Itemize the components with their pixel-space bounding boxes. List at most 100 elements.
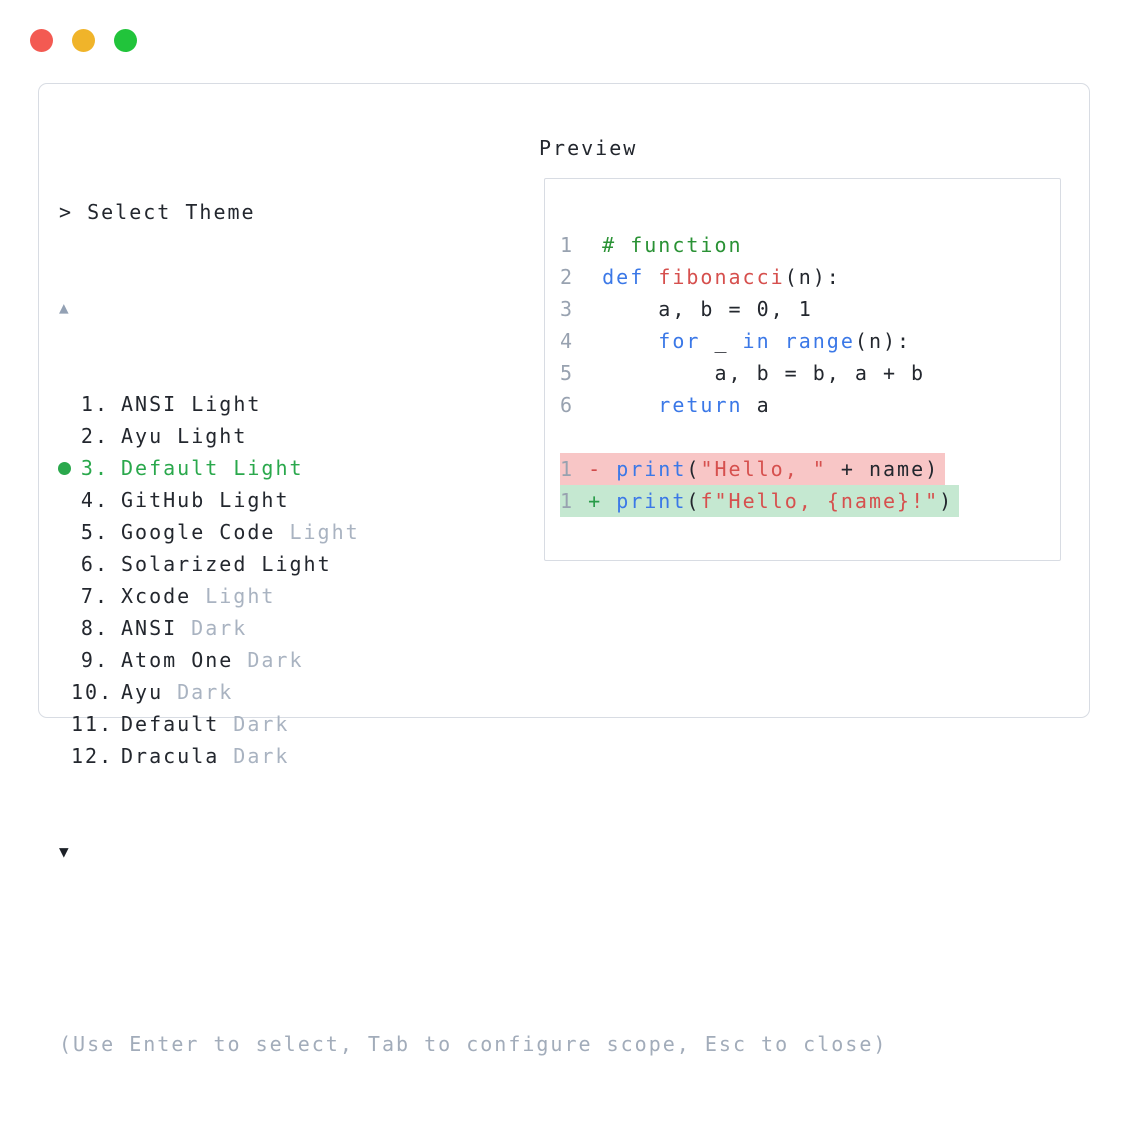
selection-gutter (59, 516, 71, 548)
theme-item-number: 6. (80, 552, 109, 576)
minimize-button[interactable] (72, 29, 95, 52)
code-token (574, 233, 602, 257)
theme-list-item[interactable]: 9. Atom One Dark (59, 644, 887, 676)
theme-item-number: 3. (80, 456, 109, 480)
code-token: def (602, 265, 645, 289)
theme-item-name: Atom One (121, 648, 234, 672)
code-token: ( (686, 489, 701, 513)
keyboard-hints: (Use Enter to select, Tab to configure s… (59, 1032, 888, 1056)
theme-item-variant: Dark (177, 680, 234, 704)
code-token: 1 (560, 457, 575, 481)
code-token: in (742, 329, 771, 353)
theme-item-name: Xcode (121, 584, 192, 608)
theme-item-number: 1. (80, 392, 109, 416)
selection-gutter (59, 420, 71, 452)
theme-item-name: Google Code (121, 520, 276, 544)
close-button[interactable] (30, 29, 53, 52)
theme-item-number: 4. (80, 488, 109, 512)
theme-item-name: ANSI Light (121, 392, 262, 416)
selection-gutter (59, 580, 71, 612)
selection-gutter (59, 548, 71, 580)
selected-dot-icon (58, 462, 71, 475)
theme-list-item[interactable]: 7. Xcode Light (59, 580, 887, 612)
code-token: + (588, 489, 603, 513)
theme-list-item[interactable]: 3. Default Light (58, 452, 887, 484)
code-token: return (658, 393, 743, 417)
code-token: a (742, 393, 771, 417)
theme-item-number: 7. (80, 584, 109, 608)
theme-list-item[interactable]: 11. Default Dark (59, 708, 887, 740)
code-line: 4 for _ in range(n): (560, 325, 959, 357)
theme-item-variant: Light (289, 520, 360, 544)
code-token: a, b = b, a + b (574, 361, 926, 385)
selection-gutter (59, 388, 71, 420)
code-token: print (616, 457, 687, 481)
theme-picker-window: > Select Theme ▲ 1. ANSI Light 2. Ayu Li… (38, 83, 1090, 1056)
selection-gutter (59, 708, 71, 740)
theme-item-number: 8. (80, 616, 109, 640)
window-controls (30, 29, 137, 52)
theme-item-name: Ayu (121, 680, 164, 704)
code-line: 3 a, b = 0, 1 (560, 293, 959, 325)
code-line: 1 + print(f"Hello, {name}!") (560, 485, 960, 517)
scroll-up-icon[interactable]: ▲ (59, 298, 69, 317)
selection-gutter (59, 676, 71, 708)
theme-list-item[interactable]: 4. GitHub Light (59, 484, 887, 516)
code-line (560, 421, 959, 453)
theme-item-name: Ayu Light (121, 424, 248, 448)
theme-item-number: 5. (80, 520, 109, 544)
theme-list-item[interactable]: 12. Dracula Dark (59, 740, 887, 772)
code-token: f"Hello, {name}!" (700, 489, 940, 513)
theme-list-item[interactable]: 6. Solarized Light (59, 548, 887, 580)
theme-item-number: 2. (80, 424, 109, 448)
theme-item-number: 10. (71, 680, 114, 704)
theme-item-name: Solarized Light (121, 552, 332, 576)
theme-item-name: GitHub Light (121, 488, 290, 512)
code-token (574, 489, 588, 513)
theme-item-name: Default (121, 712, 220, 736)
code-line: 6 return a (560, 389, 959, 421)
scroll-down-icon[interactable]: ▼ (59, 842, 69, 861)
theme-item-number: 11. (71, 712, 114, 736)
diff-removed-line: 1 - print("Hello, " + name) (560, 453, 946, 485)
code-line: 1 # function (560, 229, 959, 261)
theme-item-variant: Dark (247, 648, 304, 672)
theme-item-variant: Light (205, 584, 276, 608)
code-token: ) (939, 489, 954, 513)
selection-gutter (59, 612, 71, 644)
theme-list-item[interactable]: 2. Ayu Light (59, 420, 887, 452)
code-token: + name) (826, 457, 940, 481)
zoom-button[interactable] (114, 29, 137, 52)
theme-item-number: 12. (71, 744, 114, 768)
theme-list-item[interactable]: 1. ANSI Light (59, 388, 887, 420)
select-theme-prompt: > Select Theme (59, 200, 256, 224)
code-token: "Hello, " (700, 457, 827, 481)
code-token: for (658, 329, 701, 353)
theme-list-item[interactable]: 8. ANSI Dark (59, 612, 887, 644)
theme-list-item[interactable]: 10. Ayu Dark (59, 676, 887, 708)
preview-title: Preview (539, 136, 638, 160)
theme-list-item[interactable]: 5. Google Code Light (59, 516, 887, 548)
selection-gutter (59, 644, 71, 676)
theme-item-variant: Dark (233, 744, 290, 768)
selection-gutter (59, 740, 71, 772)
code-token (644, 265, 658, 289)
theme-item-variant: Dark (191, 616, 248, 640)
theme-item-name: Default Light (121, 456, 304, 480)
code-line: 1 - print("Hello, " + name) (560, 453, 959, 485)
theme-item-number: 9. (80, 648, 109, 672)
code-token: print (616, 489, 687, 513)
code-token: _ (700, 329, 743, 353)
code-token (574, 265, 602, 289)
code-token (574, 329, 658, 353)
code-token: (n): (854, 329, 912, 353)
code-token (574, 393, 658, 417)
theme-item-name: Dracula (121, 744, 220, 768)
code-token (771, 329, 785, 353)
diff-added-line: 1 + print(f"Hello, {name}!") (560, 485, 960, 517)
code-token: 4 (560, 329, 575, 353)
code-token: range (784, 329, 855, 353)
code-token: 1 (560, 489, 575, 513)
